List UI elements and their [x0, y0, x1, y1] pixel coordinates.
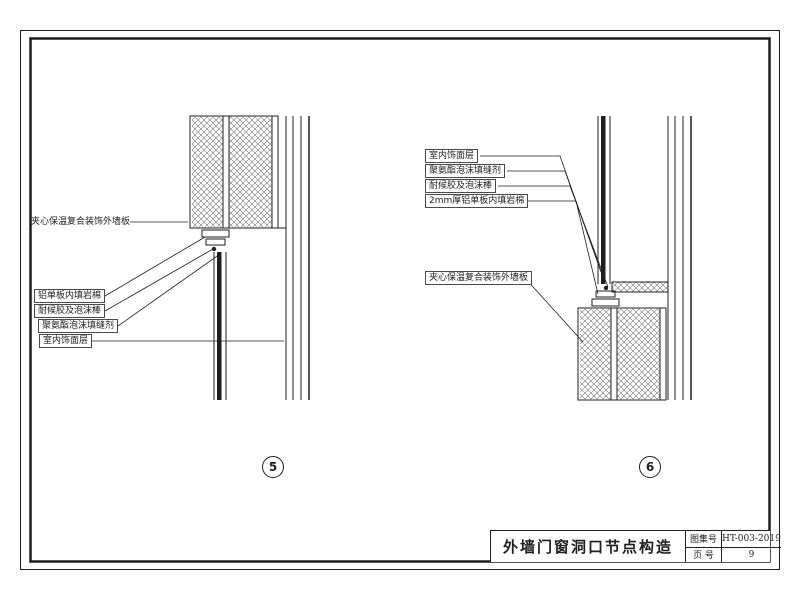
label-d5-pu-foam-caulk: 聚氨酯泡沫填缝剂 — [37, 319, 118, 333]
label-d6-pu-foam-caulk: 聚氨酯泡沫填缝剂 — [425, 164, 506, 178]
detail-5-number-badge: 5 — [262, 456, 284, 478]
label-d5-sealant-foam-rod: 耐候胶及泡沫棒 — [33, 304, 105, 318]
label-d6-interior-finish: 室内饰面层 — [425, 149, 479, 163]
page-no-label: 页 号 — [686, 546, 721, 563]
detail-6-drawing — [577, 116, 692, 401]
label-d5-interior-finish: 室内饰面层 — [38, 334, 92, 348]
label-d6-sandwich-panel: 夹心保温复合装饰外墙板 — [425, 271, 533, 285]
detail-5-leaders — [92, 221, 284, 342]
sheet-frame — [20, 30, 780, 570]
title-block-fields: 图集号 HT-003-2019 页 号 9 — [685, 531, 781, 563]
detail-5-drawing — [189, 115, 310, 400]
atlas-no-label: 图集号 — [689, 535, 717, 546]
detail-5-number: 5 — [268, 460, 278, 474]
page-no-value: 9 — [721, 546, 781, 562]
label-d6-alu-rockwool: 2mm厚铝单板内填岩棉 — [425, 194, 529, 208]
label-d6-sealant-foam-rod: 耐候胶及泡沫棒 — [425, 179, 497, 193]
label-d5-sandwich-panel: 夹心保温复合装饰外墙板 — [30, 217, 130, 227]
atlas-no-value: HT-003-2019 — [721, 531, 781, 547]
label-d5-alu-rockwool: 铝单板内填岩棉 — [33, 289, 105, 303]
detail-6-number-badge: 6 — [639, 456, 661, 478]
title-block: 外墙门窗洞口节点构造 图集号 HT-003-2019 页 号 9 — [490, 530, 781, 563]
detail-6-leaders — [480, 155, 609, 343]
detail-6-number: 6 — [645, 460, 655, 474]
sheet-title: 外墙门窗洞口节点构造 — [502, 538, 673, 556]
